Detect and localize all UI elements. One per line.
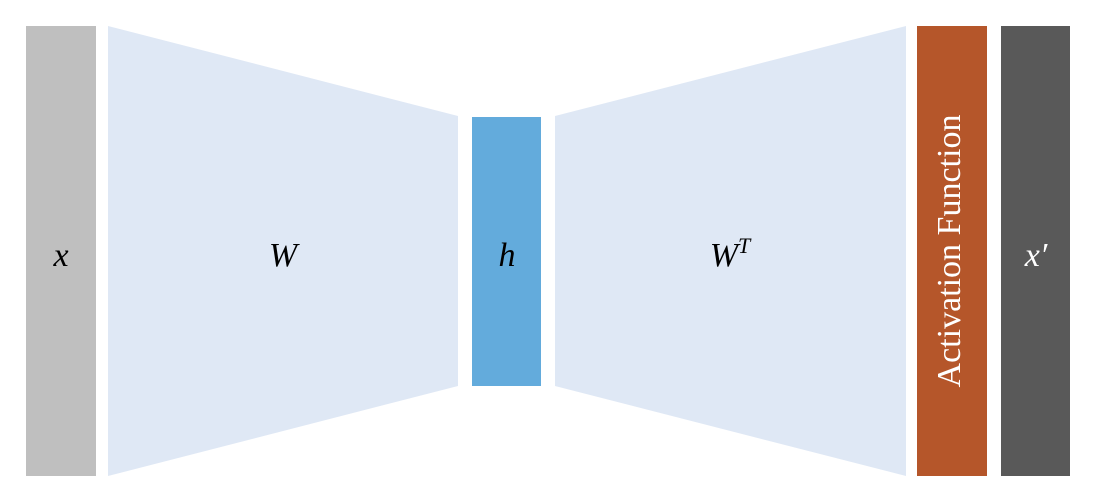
input-bar bbox=[26, 26, 96, 476]
hidden-layer-bar bbox=[472, 117, 541, 386]
encoder-label: W bbox=[269, 237, 300, 274]
activation-function-bar bbox=[917, 26, 987, 476]
decoder-label-base: W bbox=[710, 237, 741, 274]
decoder-label: WT bbox=[710, 233, 752, 274]
activation-function-label: Activation Function bbox=[931, 115, 968, 388]
encoder-trapezoid bbox=[108, 26, 458, 476]
output-bar bbox=[1001, 26, 1070, 476]
decoder-trapezoid bbox=[555, 26, 906, 476]
output-label: x′ bbox=[1024, 237, 1048, 274]
decoder-label-superscript: T bbox=[738, 233, 752, 258]
hidden-layer-label: h bbox=[499, 237, 516, 274]
input-label: x bbox=[52, 237, 68, 274]
